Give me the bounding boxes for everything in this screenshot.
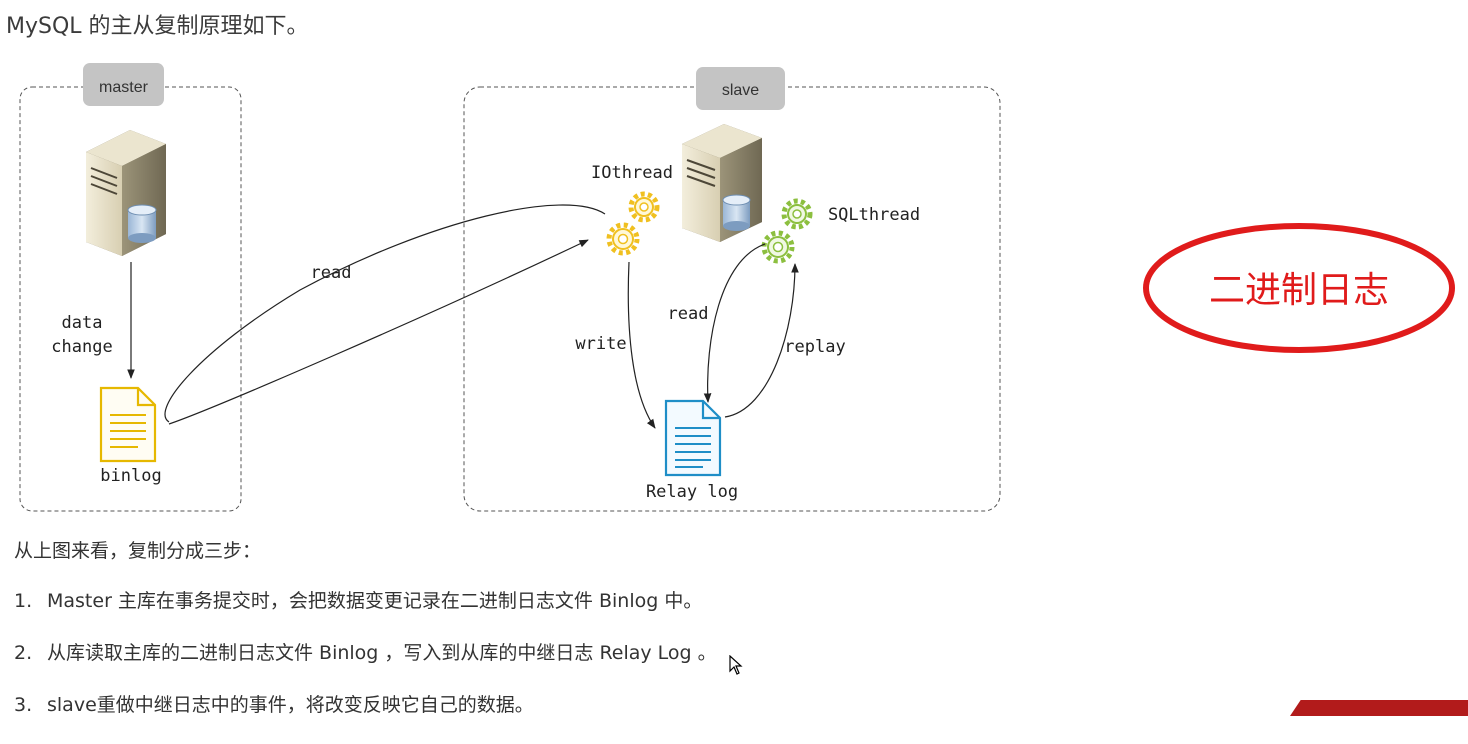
binlog-highlight-annotation: 二进制日志 [1143,223,1455,353]
mouse-cursor-icon [729,655,743,675]
list-item: 1. Master 主库在事务提交时，会把数据变更记录在二进制日志文件 Binlo… [14,588,717,640]
slave-server-icon [682,124,762,242]
highlight-text: 二进制日志 [1209,270,1389,311]
read-label-master: read [311,263,352,283]
step-number: 1. [14,590,33,612]
sqlthread-label: SQLthread [828,205,920,225]
steps-list: 1. Master 主库在事务提交时，会把数据变更记录在二进制日志文件 Binlo… [14,588,717,744]
slave-database-icon [722,194,751,231]
slave-tab: slave [696,67,785,110]
step-text: 从库读取主库的二进制日志文件 Binlog ，写入到从库的中继日志 Relay … [47,642,717,664]
iothread-label: IOthread [591,163,673,183]
list-item: 3. slave重做中继日志中的事件，将改变反映它自己的数据。 [14,692,717,744]
read-loop-curve [164,204,606,423]
write-label: write [575,334,626,354]
binlog-document-icon [99,386,157,463]
read-label-slave: read [668,304,709,324]
write-arrow [627,261,656,429]
intro-text: 从上图来看，复制分成三步： [14,540,262,562]
replication-diagram: master slave data change [19,63,1455,512]
list-item: 2. 从库读取主库的二进制日志文件 Binlog ，写入到从库的中继日志 Rela… [14,640,717,692]
replay-arrow [724,263,799,418]
read-arrow-slave [703,243,766,403]
sqlthread-gear-icon [761,198,813,264]
master-tab: master [83,63,164,106]
replay-label: replay [784,337,845,357]
step-number: 3. [14,694,33,716]
relay-log-document-icon [664,399,722,477]
slave-label: slave [722,82,759,99]
step-number: 2. [14,642,33,664]
step-text: slave重做中继日志中的事件，将改变反映它自己的数据。 [47,694,534,716]
master-server-icon [86,130,166,256]
read-arrow-to-iothread [168,239,589,425]
iothread-gear-icon [606,191,660,256]
corner-badge [1290,700,1468,716]
relay-log-label: Relay log [646,482,738,502]
binlog-label: binlog [100,466,161,486]
master-database-icon [127,204,157,243]
step-text: Master 主库在事务提交时，会把数据变更记录在二进制日志文件 Binlog … [47,590,703,612]
data-change-label-line1: data [62,313,103,333]
master-label: master [99,79,149,96]
page-heading: MySQL 的主从复制原理如下。 [6,14,309,39]
data-change-label-line2: change [51,337,112,357]
